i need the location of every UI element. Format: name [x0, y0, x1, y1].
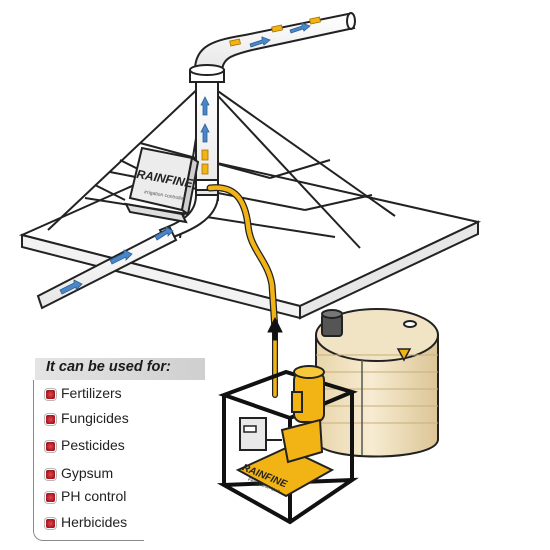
chemical-tank [315, 308, 439, 458]
list-item-label: Pesticides [61, 437, 125, 453]
uses-title: It can be used for: [46, 359, 171, 375]
bullet-icon [46, 415, 55, 424]
list-item-label: PH control [61, 488, 127, 504]
list-item-label: Herbicides [61, 514, 128, 530]
span-pipe [189, 12, 356, 83]
uses-panel: It can be used for: Fertilizers Fungicid… [33, 358, 205, 541]
list-item-label: Fungicides [61, 410, 129, 426]
chemical-dash-icon [201, 16, 321, 175]
pivot-controller: RAINFINE irrigation controller [124, 146, 200, 224]
uses-header: It can be used for: [35, 358, 205, 380]
warning-icon [396, 348, 412, 362]
bullet-icon [46, 390, 55, 399]
injection-unit: RAINFINE Fertigation Unit [216, 365, 359, 525]
list-item-label: Gypsum [61, 465, 114, 481]
up-arrow-icon [267, 316, 283, 341]
uses-frame: Fertilizers Fungicides Pesticides Gypsum… [33, 380, 144, 541]
injection-hose [206, 184, 279, 398]
bullet-icon [46, 470, 55, 479]
bullet-icon [46, 519, 55, 528]
flow-arrow-icon [59, 22, 311, 295]
list-item-label: Fertilizers [61, 385, 122, 401]
bullet-icon [46, 442, 55, 451]
riser-pipe [158, 81, 220, 242]
bullet-icon [46, 493, 55, 502]
